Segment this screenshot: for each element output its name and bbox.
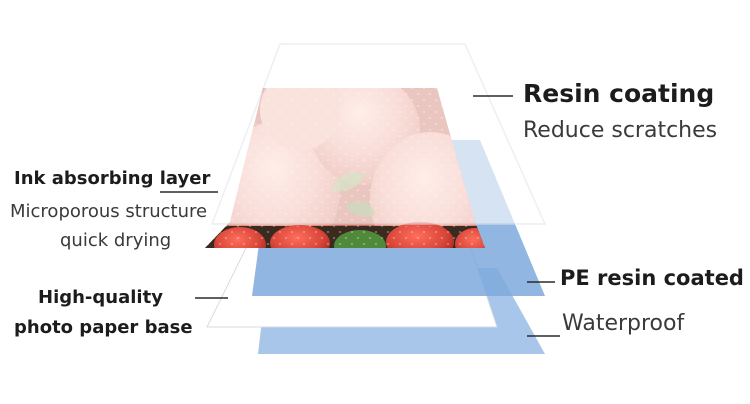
pe-resin-title: PE resin coated (560, 268, 744, 289)
ink-layer-subtitle-line-2: quick drying (60, 232, 171, 250)
paper-base-title-line-2: photo paper base (14, 319, 193, 337)
ink-layer-subtitle-line-1: Microporous structure (10, 203, 207, 221)
resin-coating-title: Resin coating (523, 81, 714, 106)
resin-coating-sheet (212, 44, 545, 224)
paper-base-title-line-1: High-quality (38, 289, 163, 307)
ink-layer-title: Ink absorbing layer (14, 170, 210, 188)
pe-resin-subtitle: Waterproof (562, 313, 684, 335)
resin-coating-subtitle: Reduce scratches (523, 120, 717, 142)
